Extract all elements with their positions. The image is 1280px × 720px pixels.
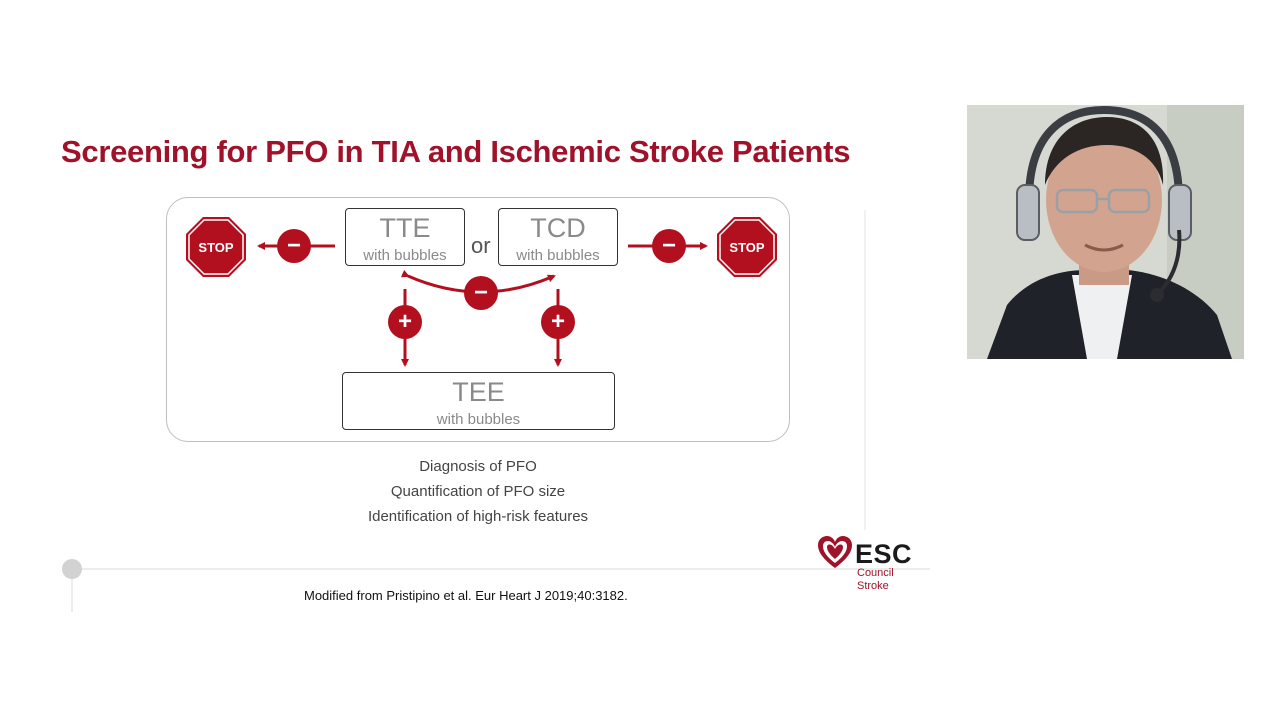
tcd-sub: with bubbles bbox=[516, 247, 600, 264]
tee-label: TEE bbox=[452, 377, 505, 407]
or-label: or bbox=[471, 233, 491, 258]
slide-title: Screening for PFO in TIA and Ischemic St… bbox=[61, 134, 851, 169]
tte-box: TTE with bubbles bbox=[345, 208, 465, 266]
heart-icon bbox=[818, 536, 852, 568]
outcome-identification: Identification of high-risk features bbox=[367, 508, 589, 525]
stop-right-text: STOP bbox=[729, 240, 764, 255]
positive-circle-right: + bbox=[541, 305, 575, 339]
negative-circle-middle: − bbox=[464, 276, 498, 310]
citation: Modified from Pristipino et al. Eur Hear… bbox=[304, 588, 628, 603]
tte-sub: with bubbles bbox=[363, 247, 447, 264]
esc-wordmark: ESC bbox=[855, 539, 913, 569]
stop-sign-left: STOP bbox=[185, 216, 247, 278]
speaker-image bbox=[967, 105, 1244, 359]
tee-sub: with bubbles bbox=[436, 411, 521, 428]
footer-dot bbox=[62, 559, 82, 579]
tte-label: TTE bbox=[379, 213, 431, 243]
negative-circle-right: − bbox=[652, 229, 686, 263]
stop-sign-right-icon: STOP bbox=[717, 217, 777, 277]
stop-sign-left-icon: STOP bbox=[186, 217, 246, 277]
outcome-diagnosis: Diagnosis of PFO bbox=[419, 458, 537, 475]
stop-sign-right: STOP bbox=[716, 216, 778, 278]
tcd-box: TCD with bubbles bbox=[498, 208, 618, 266]
outcome-quantification: Quantification of PFO size bbox=[390, 483, 566, 500]
esc-council: Council bbox=[857, 567, 894, 579]
tee-box: TEE with bubbles bbox=[342, 372, 615, 430]
speaker-video-feed bbox=[967, 105, 1244, 359]
diagram-panel bbox=[166, 197, 790, 442]
positive-circle-left: + bbox=[388, 305, 422, 339]
esc-logo: ESC Council Stroke bbox=[817, 535, 917, 595]
esc-stroke: Stroke bbox=[857, 580, 889, 592]
stop-left-text: STOP bbox=[198, 240, 233, 255]
negative-circle-left: − bbox=[277, 229, 311, 263]
tcd-label: TCD bbox=[530, 213, 586, 243]
